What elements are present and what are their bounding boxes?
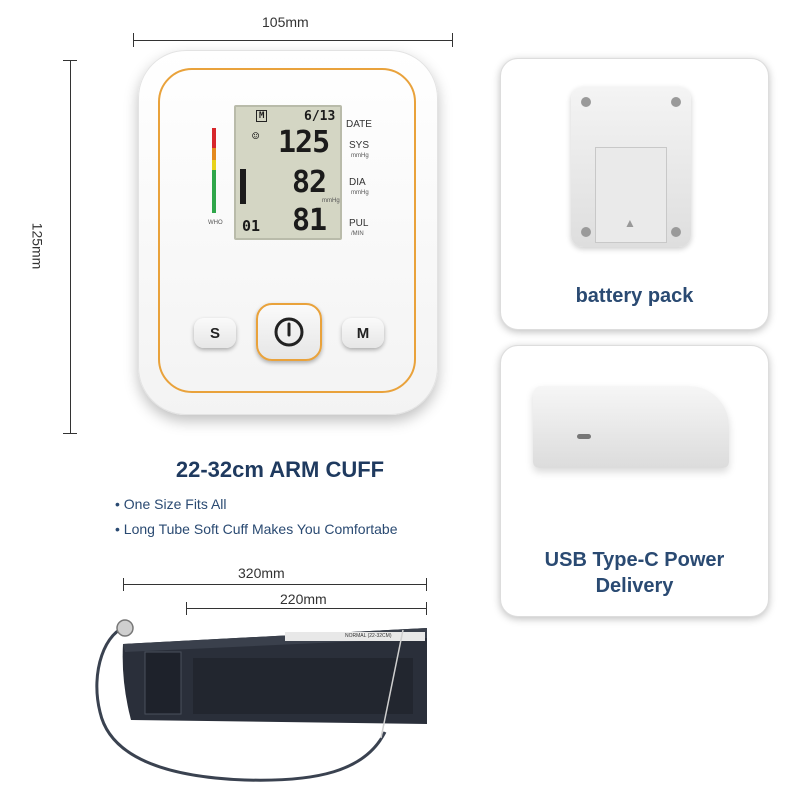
device-height-tick-top bbox=[63, 60, 77, 61]
cuff-hose-guide bbox=[380, 629, 404, 739]
battery-compartment-image: ▲ bbox=[571, 87, 691, 247]
dia-label: DIA bbox=[349, 177, 366, 188]
memory-icon: M bbox=[256, 110, 268, 122]
cuff-inner-tick-left bbox=[186, 602, 187, 615]
cuff-length-label: 320mm bbox=[238, 565, 285, 581]
cuff-length-tick-right bbox=[426, 578, 427, 591]
lcd-date: 6/13 bbox=[304, 109, 336, 124]
battery-pack-panel: ▲ battery pack bbox=[500, 58, 769, 330]
tube-connector bbox=[116, 619, 134, 637]
screw-icon bbox=[671, 97, 681, 107]
usb-c-port-icon bbox=[577, 434, 591, 439]
dia-unit: mmHg bbox=[351, 190, 369, 196]
lcd-dia-unit: mmHg bbox=[322, 198, 340, 204]
device-width-line bbox=[133, 40, 453, 41]
lcd-dia-value: 82 bbox=[292, 165, 327, 200]
device-width-label: 105mm bbox=[262, 14, 309, 30]
usb-caption-line2: Delivery bbox=[595, 575, 674, 597]
usb-side-image bbox=[533, 386, 729, 468]
usb-caption-line1: USB Type-C Power bbox=[544, 549, 725, 571]
who-label: WHO bbox=[208, 220, 223, 226]
device-orange-trim bbox=[158, 68, 416, 393]
cuff-tube bbox=[95, 624, 387, 782]
cuff-length-line bbox=[123, 584, 427, 585]
pul-unit: /MIN bbox=[351, 231, 364, 237]
lcd-pul-value: 81 bbox=[292, 203, 327, 238]
lcd-sys-value: 125 bbox=[278, 125, 330, 160]
lcd-display: M 6/13 ☺ 125 82 mmHg 01 81 bbox=[234, 105, 342, 240]
cuff-title: 22-32cm ARM CUFF bbox=[175, 457, 385, 482]
cuff-length-tick-left bbox=[123, 578, 124, 591]
cuff-inner-tick-right bbox=[426, 602, 427, 615]
sys-label: SYS bbox=[349, 140, 370, 151]
cuff-print-label: NORMAL (22-32CM) bbox=[345, 633, 392, 639]
lcd-pulse-bar bbox=[240, 169, 246, 204]
who-indicator-bar bbox=[212, 128, 216, 213]
screw-icon bbox=[581, 227, 591, 237]
device-height-tick-bottom bbox=[63, 433, 77, 434]
feature-soft-cuff: Long Tube Soft Cuff Makes You Comfortabe bbox=[115, 521, 398, 537]
cuff-inner-patch bbox=[193, 658, 413, 714]
set-button[interactable]: S bbox=[194, 318, 236, 348]
power-icon bbox=[274, 317, 304, 347]
feature-one-size: One Size Fits All bbox=[115, 496, 227, 512]
lcd-pul-index: 01 bbox=[242, 217, 261, 235]
cuff-inner-length-label: 220mm bbox=[280, 591, 327, 607]
pul-label: PUL bbox=[349, 218, 369, 229]
battery-cover: ▲ bbox=[595, 147, 667, 243]
person-icon: ☺ bbox=[252, 129, 260, 143]
cuff-inner-length-line bbox=[186, 608, 426, 609]
arrow-up-icon: ▲ bbox=[624, 216, 636, 230]
usb-power-panel: USB Type-C Power Delivery bbox=[500, 345, 769, 617]
screw-icon bbox=[671, 227, 681, 237]
cuff-label-strip bbox=[285, 632, 425, 641]
memory-button[interactable]: M bbox=[342, 318, 384, 348]
sys-unit: mmHg bbox=[351, 153, 369, 159]
cuff-velcro-patch bbox=[144, 651, 182, 715]
arm-cuff bbox=[95, 619, 427, 782]
device-width-tick-left bbox=[133, 33, 134, 47]
device-height-line bbox=[70, 60, 71, 433]
device-height-label: 125mm bbox=[29, 222, 46, 270]
date-label: DATE bbox=[346, 119, 372, 130]
screw-icon bbox=[581, 97, 591, 107]
device-width-tick-right bbox=[452, 33, 453, 47]
power-button[interactable] bbox=[256, 303, 322, 361]
battery-pack-caption: battery pack bbox=[575, 285, 694, 307]
